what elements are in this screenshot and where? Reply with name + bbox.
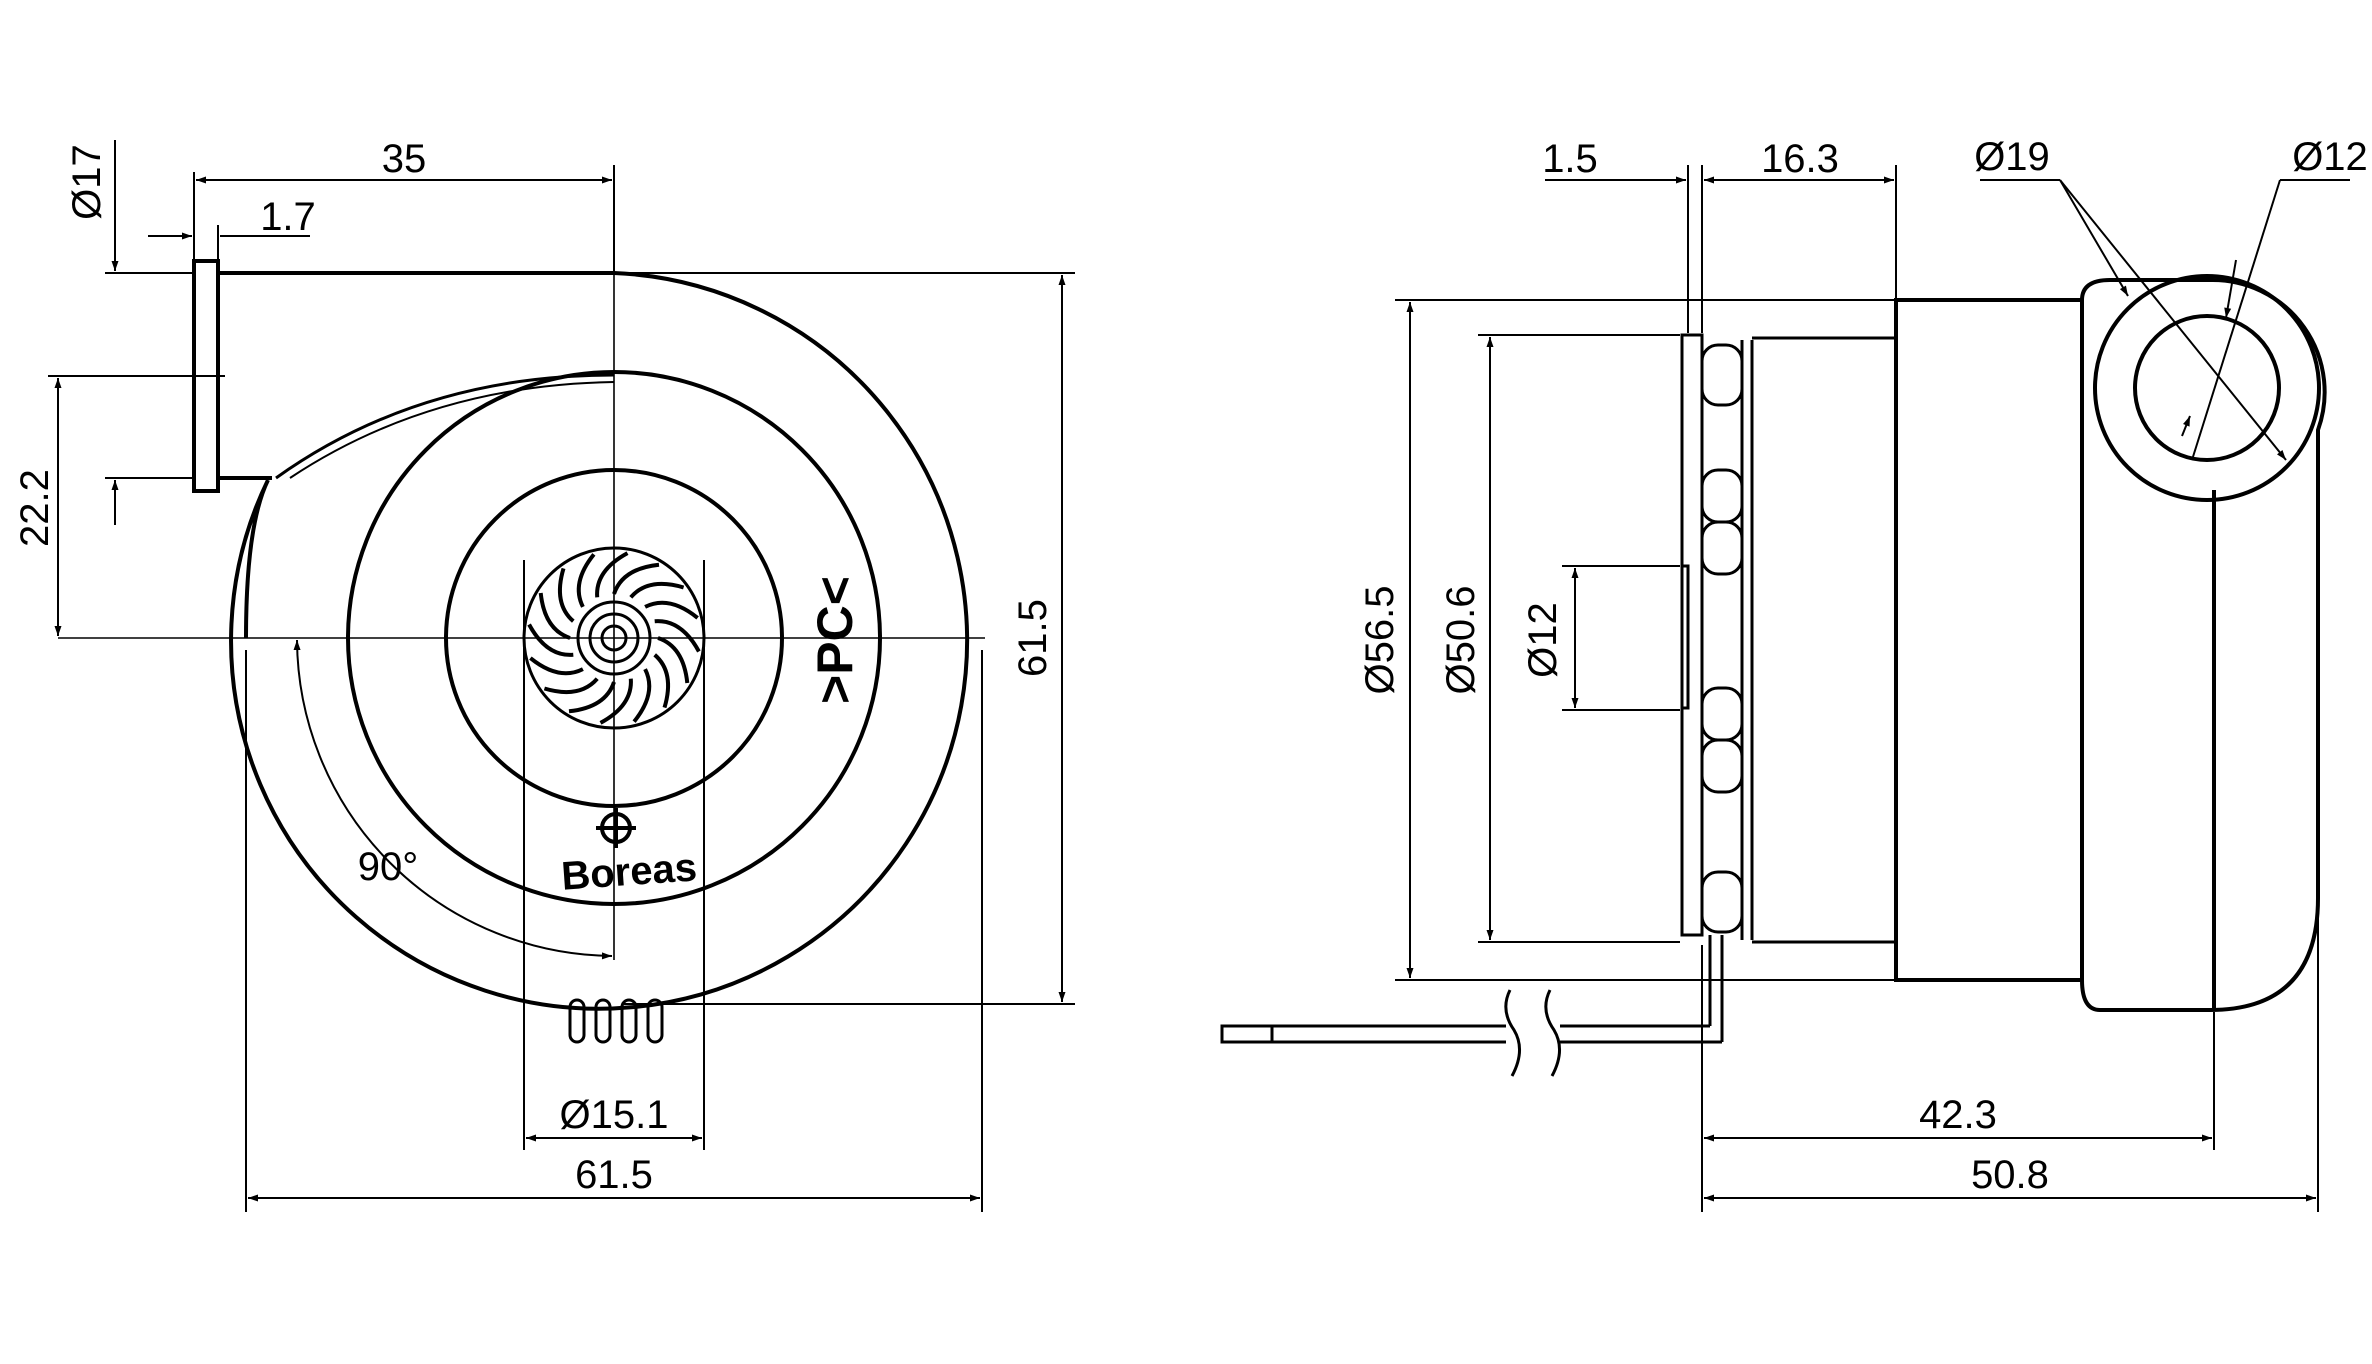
impeller-blade <box>644 600 699 620</box>
dim-dia-19 <box>1980 179 2287 461</box>
dim-height-61-5-label: 61.5 <box>1011 599 1055 677</box>
brand-logo-text: Boreas <box>560 845 698 898</box>
dim-height-61-5 <box>624 272 1075 1005</box>
dim-dia-56-5 <box>1395 299 1894 981</box>
front-center-lines <box>58 172 985 960</box>
dim-angle-arc <box>293 639 613 960</box>
impeller-blade <box>657 636 690 684</box>
dim-dia-50-6-label: Ø50.6 <box>1439 586 1483 695</box>
dim-angle-label: 90° <box>358 845 419 889</box>
dim-35 <box>193 165 615 273</box>
hub-outer <box>576 600 652 676</box>
outlet-duct <box>192 259 614 493</box>
brand-logo <box>596 808 636 848</box>
impeller-blade <box>629 581 685 599</box>
connector-pins <box>568 998 664 1044</box>
impeller-blade <box>557 567 575 623</box>
dim-1-5 <box>1545 165 1703 333</box>
dim-1-7-label: 1.7 <box>260 195 316 239</box>
impeller-blade <box>595 551 629 598</box>
motor-ring-inner <box>444 468 784 808</box>
mounting-plate <box>1680 333 1704 937</box>
dim-22-2-label: 22.2 <box>13 469 57 547</box>
impeller-blade <box>653 653 671 709</box>
dim-1-5-label: 1.5 <box>1542 137 1598 181</box>
outlet-port-outer <box>2093 274 2321 502</box>
hub-middle <box>588 612 640 664</box>
dim-42-3-label: 42.3 <box>1919 1093 1997 1137</box>
dim-16-3-label: 16.3 <box>1761 137 1839 181</box>
impeller-blade <box>612 562 660 595</box>
dim-42-3 <box>1701 945 2215 1212</box>
hub-inner <box>600 624 628 652</box>
housing-outer <box>2080 277 2327 1012</box>
front-view: Boreas >PC< 35 1.7 Ø17 22.2 <box>13 137 1075 1212</box>
outlet-port-inner <box>2133 314 2281 462</box>
dim-dia-17 <box>105 140 192 525</box>
dim-dia-15-1-label: Ø15.1 <box>560 1093 669 1137</box>
scroll-edge-inner <box>289 381 615 479</box>
scroll-edge <box>275 373 615 480</box>
winding-coils <box>1700 340 1754 940</box>
dim-35-label: 35 <box>382 137 427 181</box>
blower-housing <box>1894 298 2084 982</box>
cable <box>1220 935 1724 1077</box>
dim-dia-12-port <box>2181 179 2350 461</box>
shaft <box>1680 564 1690 710</box>
dim-dia-56-5-label: Ø56.5 <box>1358 586 1402 695</box>
impeller-blade <box>599 678 633 725</box>
pc-marking: >PC< <box>807 576 863 704</box>
dim-dia-12-shaft-label: Ø12 <box>1521 602 1565 678</box>
impeller-blade <box>632 668 652 723</box>
dim-50-8-label: 50.8 <box>1971 1153 2049 1197</box>
impeller-blade <box>527 623 574 657</box>
dim-width-61-5 <box>245 650 983 1212</box>
dim-dia-12-shaft <box>1562 565 1680 711</box>
impeller-blade <box>538 592 571 640</box>
impeller-blade <box>654 619 701 653</box>
dim-width-61-5-label: 61.5 <box>575 1153 653 1197</box>
dim-50-8 <box>1704 910 2319 1212</box>
impeller-blade <box>529 656 584 676</box>
motor-ring-outer <box>346 370 882 906</box>
dim-16-3 <box>1704 165 1897 298</box>
dim-dia-12-port-label: Ø12 <box>2292 135 2368 179</box>
volute-housing <box>229 271 970 1011</box>
motor-body <box>1752 300 1898 980</box>
impeller-blade <box>543 677 599 695</box>
dim-dia-50-6 <box>1478 334 1680 943</box>
dim-1-7 <box>148 225 310 260</box>
impeller-blade <box>576 553 596 608</box>
dim-dia-17-label: Ø17 <box>65 144 109 220</box>
dim-22-2 <box>48 375 225 636</box>
side-view: 1.5 16.3 Ø19 Ø12 Ø56.5 <box>1220 135 2368 1212</box>
dim-dia-19-label: Ø19 <box>1974 135 2050 179</box>
